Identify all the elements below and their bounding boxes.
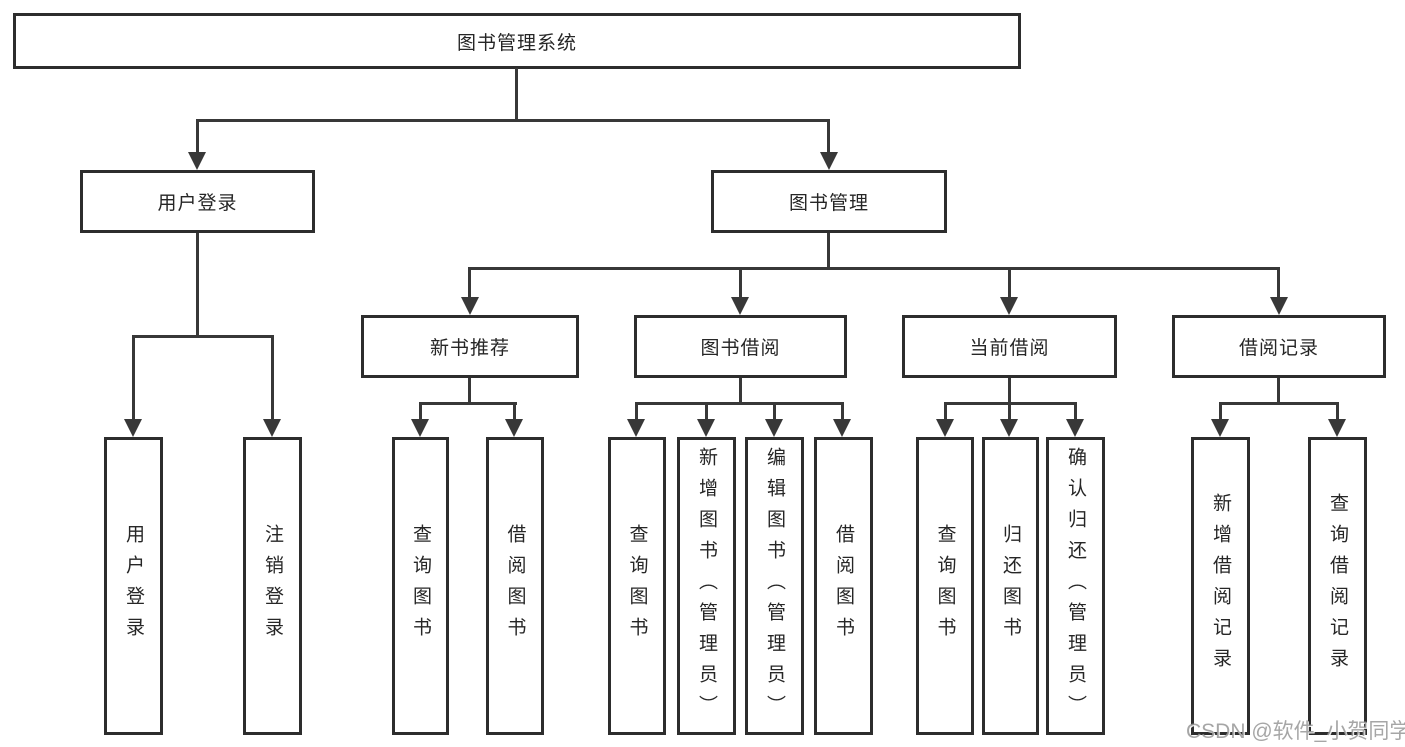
arrow-down-icon (1066, 419, 1084, 437)
arrow-down-icon (188, 152, 206, 170)
leaf-return-books: 归还图书 (982, 437, 1039, 735)
connector-line (705, 402, 708, 421)
arrow-down-icon (1000, 419, 1018, 437)
node-label: 新增借阅记录 (1210, 493, 1231, 679)
connector-line (196, 233, 199, 338)
node-label: 当前借阅 (969, 338, 1050, 359)
node-label: 图书借阅 (700, 338, 781, 359)
node-label: 借阅图书 (504, 524, 526, 648)
connector-line (419, 402, 517, 405)
leaf-borrow-books-recommend: 借阅图书 (486, 437, 544, 735)
node-label: 确认归还（管理员） (1065, 446, 1086, 726)
leaf-borrow-books-borrowing: 借阅图书 (814, 437, 873, 735)
connector-line (773, 402, 776, 421)
node-borrowing-records: 借阅记录 (1172, 315, 1386, 378)
node-label: 查询借阅记录 (1327, 493, 1348, 679)
node-current-borrowing: 当前借阅 (902, 315, 1117, 378)
leaf-logout: 注销登录 (243, 437, 302, 735)
connector-line (513, 402, 516, 421)
connector-line (196, 119, 830, 122)
arrow-down-icon (124, 419, 142, 437)
arrow-down-icon (1328, 419, 1346, 437)
connector-line (635, 402, 638, 421)
arrow-down-icon (263, 419, 281, 437)
leaf-user-login: 用户登录 (104, 437, 163, 735)
connector-line (468, 267, 471, 300)
leaf-search-borrow-record: 查询借阅记录 (1308, 437, 1367, 735)
arrow-down-icon (505, 419, 523, 437)
arrow-down-icon (820, 152, 838, 170)
arrow-down-icon (411, 419, 429, 437)
connector-line (1219, 402, 1339, 405)
node-label: 新书推荐 (429, 338, 510, 359)
connector-line (827, 119, 830, 155)
connector-line (739, 267, 742, 300)
leaf-add-books-admin: 新增图书（管理员） (677, 437, 736, 735)
node-label: 用户登录 (123, 524, 144, 648)
arrow-down-icon (936, 419, 954, 437)
connector-line (1336, 402, 1339, 421)
node-new-book-recommendation: 新书推荐 (361, 315, 579, 378)
connector-line (419, 402, 422, 421)
connector-line (468, 378, 471, 405)
node-label: 编辑图书（管理员） (764, 446, 785, 726)
connector-line (1008, 402, 1011, 421)
node-library-management-system: 图书管理系统 (13, 13, 1021, 69)
node-label: 用户登录 (157, 193, 238, 214)
node-label: 查询图书 (934, 524, 956, 648)
arrow-down-icon (1211, 419, 1229, 437)
node-label: 归还图书 (1000, 524, 1021, 648)
node-label: 图书管理系统 (456, 32, 577, 54)
connector-line (1008, 378, 1011, 405)
leaf-confirm-return-admin: 确认归还（管理员） (1046, 437, 1105, 735)
connector-line (1277, 378, 1280, 405)
leaf-edit-books-admin: 编辑图书（管理员） (745, 437, 804, 735)
connector-line (132, 335, 135, 421)
leaf-search-books-current: 查询图书 (916, 437, 974, 735)
node-label: 注销登录 (262, 524, 283, 648)
arrow-down-icon (697, 419, 715, 437)
node-book-management-branch: 图书管理 (711, 170, 947, 233)
connector-line (841, 402, 844, 421)
connector-line (1219, 402, 1222, 421)
watermark: CSDN @软件_小贺同学 (1186, 720, 1405, 743)
arrow-down-icon (731, 297, 749, 315)
connector-line (132, 335, 274, 338)
node-label: 借阅记录 (1238, 338, 1319, 359)
connector-line (1277, 267, 1280, 300)
connector-line (739, 378, 742, 405)
node-user-login-branch: 用户登录 (80, 170, 315, 233)
arrow-down-icon (833, 419, 851, 437)
arrow-down-icon (1270, 297, 1288, 315)
leaf-add-borrow-record: 新增借阅记录 (1191, 437, 1250, 735)
connector-line (515, 68, 518, 122)
leaf-search-books-recommend: 查询图书 (392, 437, 449, 735)
node-label: 图书管理 (788, 193, 869, 214)
connector-line (635, 402, 843, 405)
connector-line (1074, 402, 1077, 421)
connector-line (196, 119, 199, 155)
leaf-search-books-borrowing: 查询图书 (608, 437, 666, 735)
arrow-down-icon (765, 419, 783, 437)
node-label: 查询图书 (626, 524, 648, 648)
connector-line (1008, 267, 1011, 300)
connector-line (271, 335, 274, 421)
node-label: 借阅图书 (833, 524, 854, 648)
arrow-down-icon (1000, 297, 1018, 315)
connector-line (944, 402, 947, 421)
arrow-down-icon (461, 297, 479, 315)
connector-line (468, 267, 1280, 270)
connector-line (827, 233, 830, 270)
node-label: 查询图书 (410, 524, 431, 648)
node-label: 新增图书（管理员） (696, 446, 717, 726)
arrow-down-icon (627, 419, 645, 437)
node-book-borrowing: 图书借阅 (634, 315, 847, 378)
